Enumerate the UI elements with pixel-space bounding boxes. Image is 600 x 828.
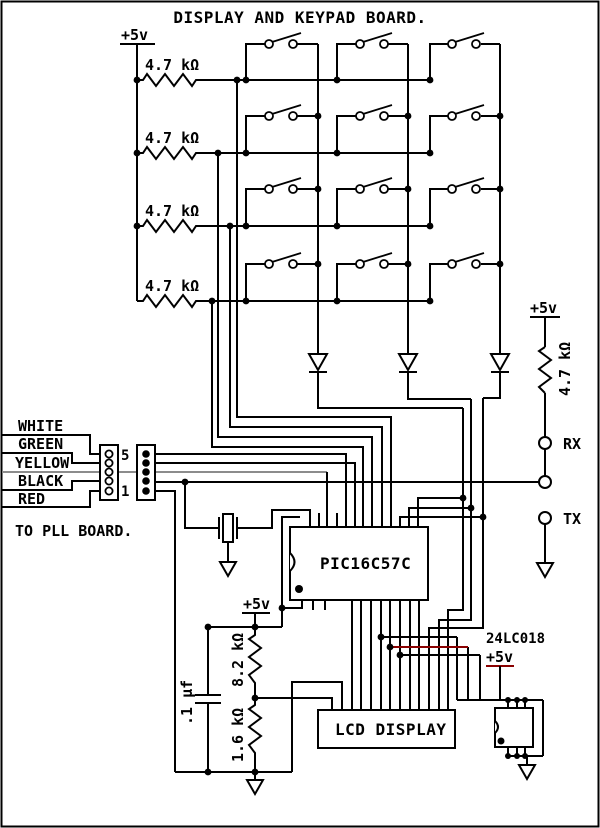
diode-3 bbox=[489, 353, 511, 373]
connector-pin5-label: 5 bbox=[121, 448, 129, 464]
diode-output-wires bbox=[317, 372, 501, 710]
mcu-pin1-dot bbox=[295, 585, 303, 593]
eeprom-ground-symbol bbox=[517, 764, 537, 782]
junction-dots bbox=[133, 76, 528, 776]
resonator-body bbox=[222, 513, 234, 543]
mcu-body bbox=[289, 526, 429, 601]
power-label-serial: +5v bbox=[530, 299, 557, 317]
diode-1 bbox=[307, 353, 329, 373]
power-label-mid: +5v bbox=[243, 595, 270, 613]
rx-junction-terminal bbox=[538, 475, 552, 489]
keypad-row4-wire bbox=[137, 293, 430, 309]
resonator-wires bbox=[218, 509, 311, 562]
diode-2 bbox=[397, 353, 419, 373]
keypad-row3-wire bbox=[137, 218, 430, 234]
bottom-ground-rail bbox=[175, 681, 343, 780]
eeprom-label: 24LC018 bbox=[486, 631, 545, 647]
rx-terminal bbox=[538, 436, 552, 450]
eeprom-notch bbox=[494, 720, 499, 734]
header-pins bbox=[142, 450, 150, 495]
rx-label: RX bbox=[563, 435, 581, 453]
power-label-top-left: +5v bbox=[121, 26, 148, 44]
mcu-pin-stubs bbox=[312, 513, 338, 610]
wire-label-yellow: YELLOW bbox=[15, 454, 70, 472]
page-title: DISPLAY AND KEYPAD BOARD. bbox=[173, 8, 426, 27]
harness-label-wires bbox=[2, 434, 104, 508]
row3-resistor-label: 4.7 kΩ bbox=[145, 202, 199, 220]
keypad-row-signal-wires bbox=[211, 80, 392, 527]
lcd-body bbox=[317, 709, 456, 749]
pll-board-note: TO PLL BOARD. bbox=[15, 522, 132, 540]
eeprom-signal-wires bbox=[381, 636, 481, 700]
connector-signal-wires bbox=[150, 453, 356, 772]
resonator-ground-symbol bbox=[218, 561, 238, 579]
filter-cap-wires bbox=[195, 627, 221, 772]
row4-resistor-label: 4.7 kΩ bbox=[145, 277, 199, 295]
keypad-switch-loops bbox=[245, 43, 500, 301]
divider-top-label: 8.2 kΩ bbox=[229, 633, 247, 687]
eeprom-pin1-dot bbox=[497, 737, 505, 745]
wire-label-green: GREEN bbox=[18, 435, 63, 453]
lcd-label: LCD DISPLAY bbox=[335, 720, 446, 739]
tx-ground-symbol bbox=[535, 562, 555, 580]
left-power-rail bbox=[120, 43, 155, 301]
keypad-column-lines bbox=[317, 44, 501, 353]
socket-pins bbox=[104, 449, 114, 496]
divider-resistors bbox=[247, 627, 263, 772]
mcu-label: PIC16C57C bbox=[320, 554, 411, 573]
serial-pullup-label: 4.7 kΩ bbox=[556, 342, 574, 396]
power-label-eeprom: +5v bbox=[486, 648, 513, 666]
filter-cap-label: .1 µf bbox=[178, 680, 196, 725]
mcu-vdd-wire bbox=[281, 516, 303, 627]
wire-label-red: RED bbox=[18, 490, 45, 508]
keypad-row1-wire bbox=[137, 72, 430, 88]
connector-pin1-label: 1 bbox=[121, 484, 129, 500]
row1-resistor-label: 4.7 kΩ bbox=[145, 56, 199, 74]
wire-label-white: WHITE bbox=[18, 417, 63, 435]
serial-pullup-wire bbox=[150, 316, 560, 563]
wire-label-black: BLACK bbox=[18, 472, 63, 490]
tx-terminal bbox=[538, 511, 552, 525]
divider-bottom-label: 1.6 kΩ bbox=[229, 708, 247, 762]
row2-resistor-label: 4.7 kΩ bbox=[145, 129, 199, 147]
divider-ground-symbol bbox=[245, 779, 265, 797]
keypad-row2-wire bbox=[137, 145, 430, 161]
mcu-notch bbox=[289, 552, 296, 572]
keypad-switch-blades bbox=[271, 32, 485, 263]
tx-label: TX bbox=[563, 510, 581, 528]
keypad-switch-contacts bbox=[264, 39, 481, 269]
